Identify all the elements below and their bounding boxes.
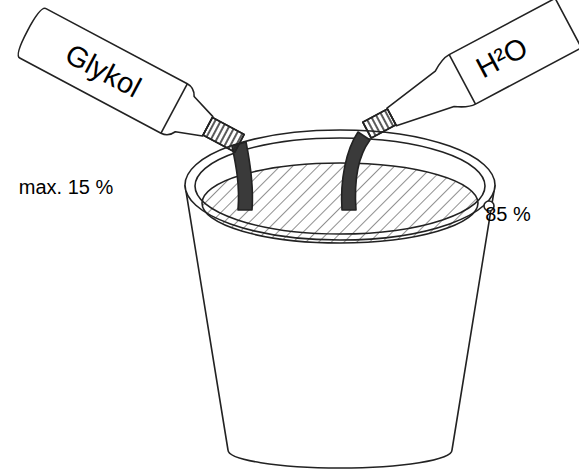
percentage-label: 85 % bbox=[485, 204, 531, 224]
glycol-bottle bbox=[14, 6, 252, 168]
water-bottle bbox=[354, 0, 579, 155]
percentage-label: max. 15 % bbox=[19, 177, 113, 197]
water-stream bbox=[342, 132, 370, 210]
